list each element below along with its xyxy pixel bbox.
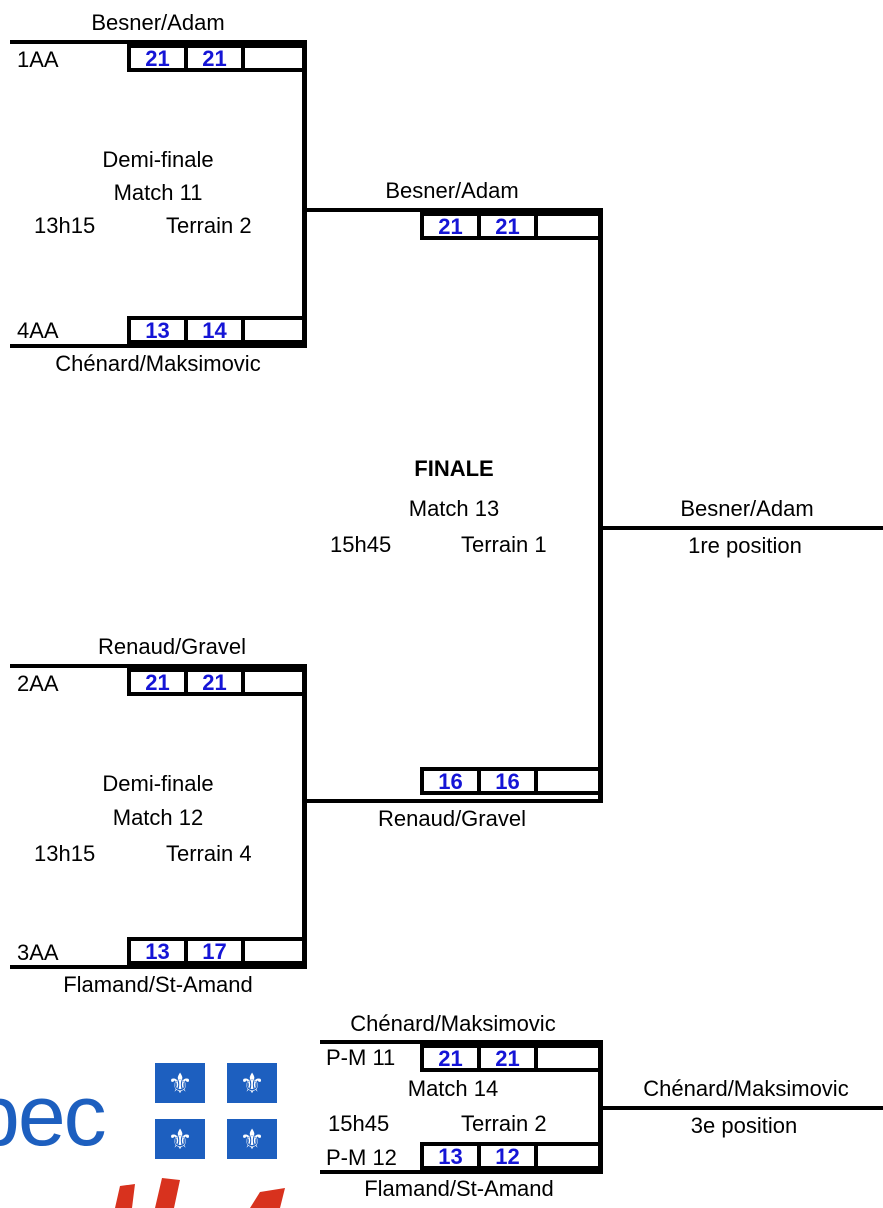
sf1-round: Demi-finale [102,147,214,172]
sf2-top-line [10,664,306,668]
score-cell [538,771,594,791]
tp-bottom-team: Flamand/St-Amand [364,1176,554,1201]
svg-text:⚜: ⚜ [167,1067,192,1100]
score-cell: 12 [481,1146,538,1168]
sf1-connector [302,40,307,348]
logo-wordmark: bec [0,1068,107,1164]
sf1-top-seed: 1AA [17,47,59,72]
final-top-scorebox: 21 21 [420,212,602,240]
final-winner: Besner/Adam [680,496,814,521]
sf1-bottom-scorebox: 13 14 [127,316,306,344]
score-cell: 21 [188,672,245,694]
final-round: FINALE [414,456,494,481]
tp-winner: Chénard/Maksimovic [643,1076,849,1101]
sf2-time: 13h15 [34,841,96,866]
tp-time: 15h45 [328,1111,390,1136]
sf1-bottom-team: Chénard/Maksimovic [55,351,261,376]
score-cell [538,1146,594,1166]
sf2-court: Terrain 4 [166,841,252,866]
sf2-connector-bottom [302,799,307,897]
score-cell: 21 [131,672,188,694]
tp-connector [598,1040,603,1151]
sf1-bottom-line [10,344,306,348]
final-match: Match 13 [408,496,500,521]
red-brush-mark-icon [115,1178,285,1208]
score-cell [245,48,301,68]
sf2-match: Match 12 [112,805,204,830]
sf2-top-scorebox: 21 21 [127,668,306,696]
sf2-connector-end [302,897,307,969]
sf1-bottom-seed: 4AA [17,318,59,343]
svg-text:⚜: ⚜ [167,1123,192,1156]
sf1-time: 13h15 [34,213,96,238]
sf2-top-seed: 2AA [17,671,59,696]
score-cell: 21 [424,216,481,238]
tp-bottom-seed: P-M 12 [326,1145,397,1170]
score-cell [245,320,301,340]
tp-bottom-line [320,1170,602,1174]
final-top-team: Besner/Adam [385,178,519,203]
sf2-bottom-team: Flamand/St-Amand [63,972,253,997]
sf2-top-team: Renaud/Gravel [98,634,246,659]
score-cell: 21 [481,216,538,238]
sf2-bottom-seed: 3AA [17,940,59,965]
sf1-court: Terrain 2 [166,213,252,238]
tp-top-scorebox: 21 21 [420,1044,602,1072]
sf2-bottom-line [10,965,306,969]
tp-top-team: Chénard/Maksimovic [350,1011,556,1036]
score-cell: 13 [424,1146,481,1168]
tp-match: Match 14 [407,1076,499,1101]
fleur-de-lis-flag-icon: ⚜ ⚜ ⚜ ⚜ [155,1063,277,1159]
score-cell: 16 [424,771,481,793]
score-cell: 17 [188,941,245,963]
score-cell: 14 [188,320,245,342]
sf1-match: Match 11 [113,180,203,205]
sf2-bottom-scorebox: 13 17 [127,937,306,965]
sf2-round: Demi-finale [102,771,214,796]
sf1-top-team: Besner/Adam [91,10,225,35]
tp-position: 3e position [690,1113,798,1138]
sf1-top-scorebox: 21 21 [127,44,306,72]
score-cell [538,1048,594,1068]
final-court: Terrain 1 [461,532,547,557]
score-cell: 21 [424,1048,481,1070]
svg-text:⚜: ⚜ [239,1123,264,1156]
tp-top-seed: P-M 11 [326,1045,396,1070]
score-cell: 21 [481,1048,538,1070]
sf1-top-line [10,40,306,44]
final-connector [598,208,603,803]
score-cell [245,941,301,961]
score-cell [538,216,594,236]
sf2-connector-top [302,664,307,801]
score-cell: 21 [188,48,245,70]
tp-top-line [320,1040,602,1044]
tp-bottom-scorebox: 13 12 [420,1142,602,1170]
final-top-line [302,208,602,212]
score-cell: 13 [131,941,188,963]
tp-connector-end [598,1148,603,1174]
svg-text:⚜: ⚜ [239,1067,264,1100]
final-winner-line [598,526,883,530]
score-cell [245,672,301,692]
final-bottom-scorebox: 16 16 [420,767,602,795]
score-cell: 16 [481,771,538,793]
score-cell: 13 [131,320,188,342]
score-cell: 21 [131,48,188,70]
final-bottom-team: Renaud/Gravel [378,806,526,831]
tp-court: Terrain 2 [461,1111,547,1136]
final-bottom-line [302,799,602,803]
final-position: 1re position [688,533,802,558]
tp-winner-line [598,1106,883,1110]
quebec-logo: bec ⚜ ⚜ ⚜ ⚜ [0,1055,300,1208]
final-time: 15h45 [330,532,392,557]
